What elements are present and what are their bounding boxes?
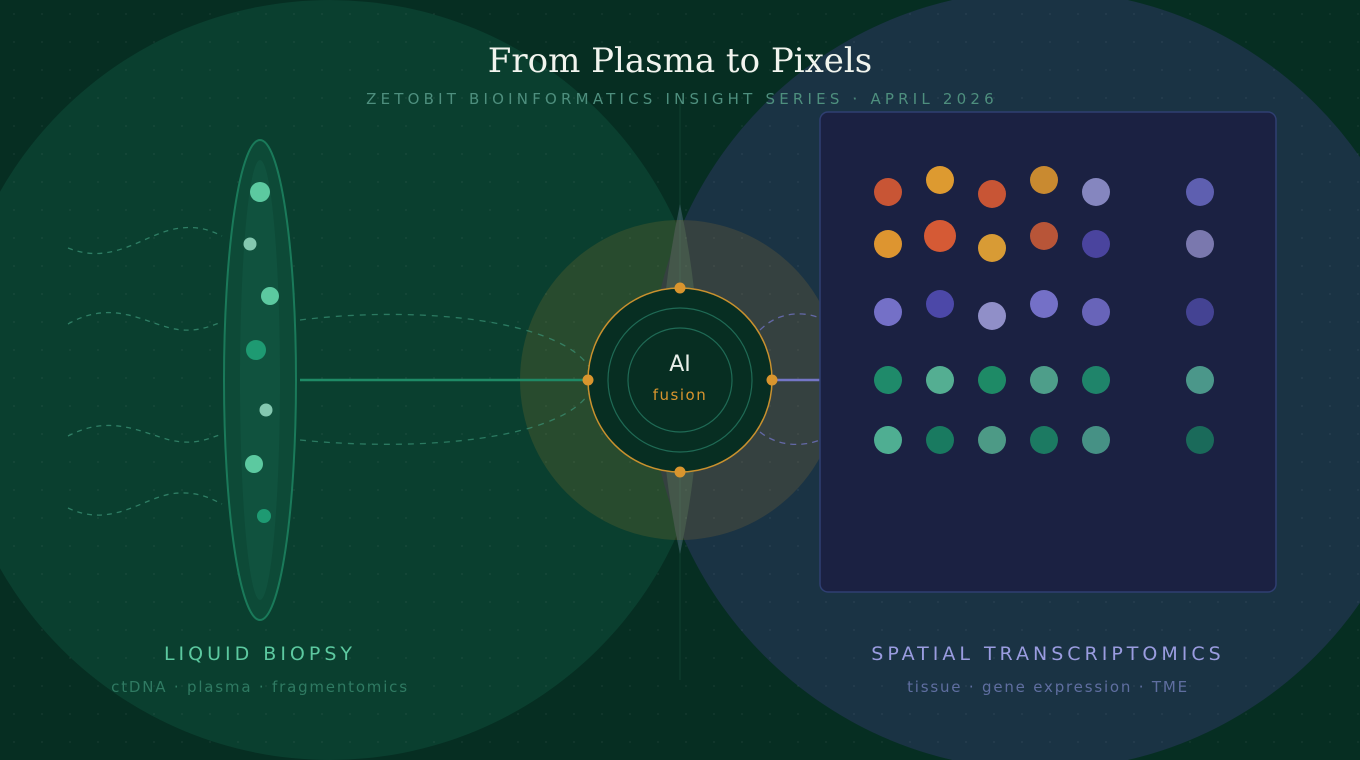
liquid-biopsy-heading: LIQUID BIOPSY: [164, 643, 356, 665]
fusion-port-bottom: [674, 466, 686, 478]
fragment-dot: [250, 182, 270, 202]
spatial-spot: [1186, 298, 1214, 326]
spatial-spot: [1186, 366, 1214, 394]
spatial-spot: [1082, 366, 1110, 394]
wave-line: [67, 311, 223, 331]
wave-line: [67, 492, 223, 516]
spatial-spot: [874, 178, 902, 206]
plasma-vessel-inner: [240, 160, 280, 600]
fusion-middle-ring: [607, 307, 753, 453]
ctdna-fragments: [243, 182, 279, 523]
spatial-spot: [1082, 298, 1110, 326]
fusion-port-top: [674, 282, 686, 294]
spatial-spot: [978, 302, 1006, 330]
spatial-spot: [1030, 366, 1058, 394]
signal-waves: [67, 226, 223, 516]
fragment-dot: [245, 455, 263, 473]
spatial-spot: [1186, 178, 1214, 206]
right-flow-upper: [759, 313, 821, 331]
spatial-spot: [874, 230, 902, 258]
spatial-spot: [926, 366, 954, 394]
spatial-spot: [1186, 230, 1214, 258]
liquid-biopsy-caption: ctDNA · plasma · fragmentomics: [111, 678, 409, 696]
spatial-spot: [1082, 426, 1110, 454]
spatial-spot: [1030, 426, 1058, 454]
spatial-spot: [1030, 290, 1058, 318]
spatial-spot: [978, 234, 1006, 262]
wave-line: [67, 424, 223, 443]
wave-line: [67, 226, 223, 255]
spatial-spot: [924, 220, 956, 252]
left-flow-upper: [299, 313, 591, 369]
fusion-outer-ring: [587, 287, 773, 473]
spatial-spot: [978, 426, 1006, 454]
page-subtitle: ZETOBIT BIOINFORMATICS INSIGHT SERIES · …: [366, 90, 998, 108]
fragment-dot: [261, 287, 279, 305]
spatial-spot: [874, 298, 902, 326]
spatial-spot: [978, 180, 1006, 208]
spatial-spot-grid: [874, 166, 1214, 454]
fusion-port-right: [766, 374, 778, 386]
fragment-dot: [243, 237, 257, 251]
fragment-dot: [257, 509, 271, 523]
right-flow-lower: [759, 431, 821, 446]
spatial-spot: [926, 290, 954, 318]
fragment-dot: [259, 403, 273, 417]
spatial-spot: [874, 366, 902, 394]
spatial-spot: [926, 426, 954, 454]
spatial-spot: [1186, 426, 1214, 454]
spatial-caption: tissue · gene expression · TME: [907, 678, 1189, 696]
fusion-sublabel: fusion: [653, 386, 707, 404]
spatial-spot: [1082, 178, 1110, 206]
spatial-spot: [926, 166, 954, 194]
fusion-port-left: [582, 374, 594, 386]
left-flow-lower: [299, 391, 591, 445]
fragment-dot: [246, 340, 266, 360]
ai-fusion-node: AI fusion: [582, 282, 778, 478]
spatial-heading: SPATIAL TRANSCRIPTOMICS: [871, 643, 1224, 665]
fusion-inner-ring: [627, 327, 733, 433]
spatial-spot: [874, 426, 902, 454]
spatial-spot: [1030, 222, 1058, 250]
spatial-spot: [978, 366, 1006, 394]
page-title: From Plasma to Pixels: [488, 41, 872, 81]
spatial-spot: [1082, 230, 1110, 258]
spatial-spot: [1030, 166, 1058, 194]
fusion-label: AI: [669, 352, 691, 377]
